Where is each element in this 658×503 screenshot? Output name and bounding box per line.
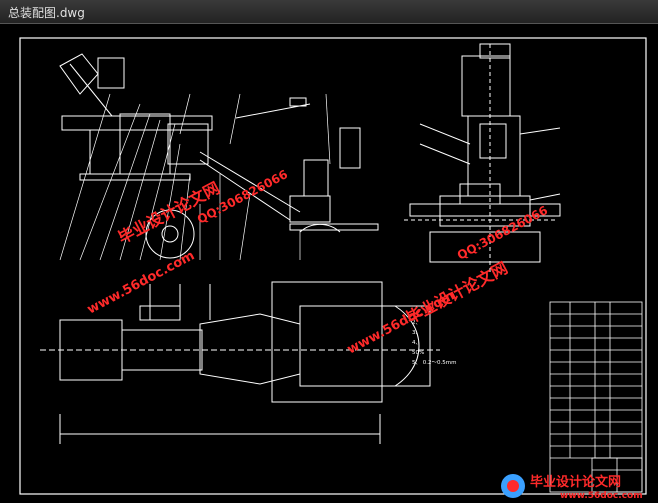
- technical-notes: 1、 2、 3、 4、 50% 5、 0.2～0.5mm: [412, 310, 456, 366]
- brand-logo: 毕业设计论文网 www.56doc.com: [501, 474, 643, 501]
- watermark-qq-2: QQ:306826066: [455, 203, 550, 262]
- plan-view-bottom: [40, 281, 440, 444]
- logo-url-text: www.56doc.com: [560, 491, 643, 501]
- side-view-top-left: [59, 53, 379, 259]
- leader-lines-left: [59, 93, 331, 261]
- title-block: [549, 301, 643, 493]
- note-line-2: 2、: [412, 320, 421, 326]
- note-line-5-prefix: 50%: [412, 350, 424, 356]
- note-line-1: 1、: [412, 310, 421, 316]
- watermark-brand-2: 毕业设计论文网: [403, 258, 511, 327]
- cad-drawing: 1、 2、 3、 4、 50% 5、 0.2～0.5mm www.56doc.c…: [19, 37, 647, 501]
- window-titlebar: 总装配图.dwg: [0, 0, 658, 24]
- drawing-canvas[interactable]: 1、 2、 3、 4、 50% 5、 0.2～0.5mm www.56doc.c…: [0, 24, 658, 503]
- logo-brand-text: 毕业设计论文网: [530, 474, 621, 490]
- side-view-right: [404, 43, 561, 274]
- drawing-frame: [19, 37, 647, 495]
- note-line-4: 4、: [412, 340, 421, 346]
- note-line-5: 5、 0.2～0.5mm: [412, 360, 456, 366]
- window-title: 总装配图.dwg: [8, 6, 85, 20]
- note-line-3: 3、: [412, 330, 421, 336]
